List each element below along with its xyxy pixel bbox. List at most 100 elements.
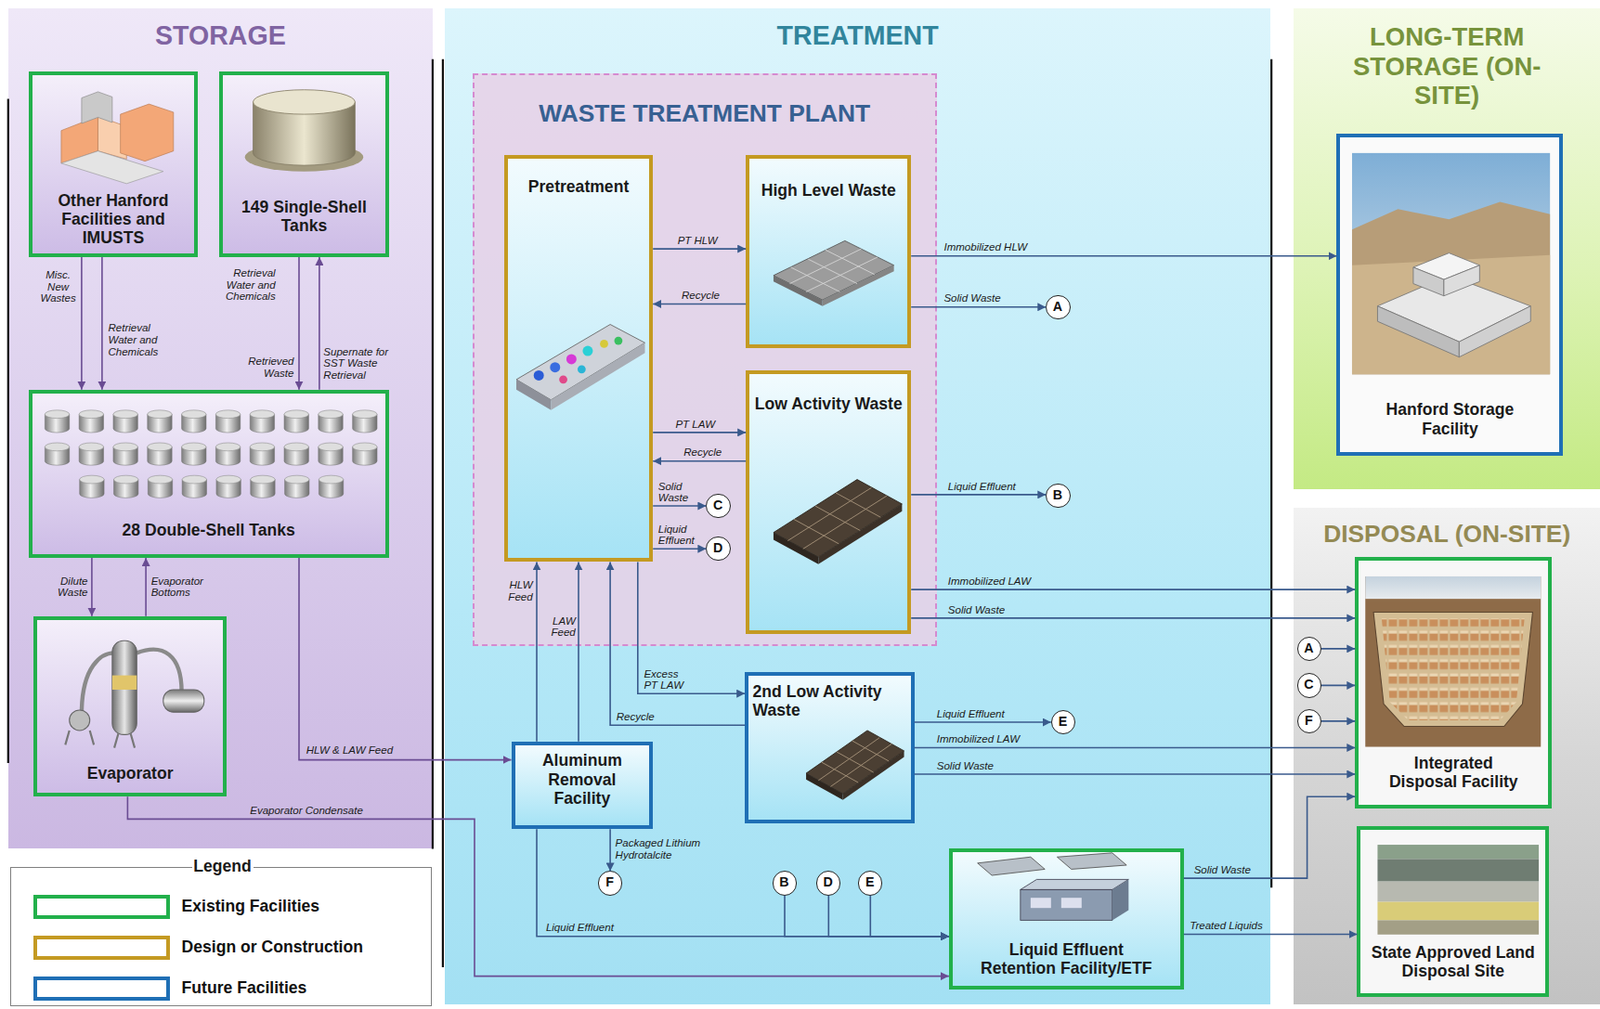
flow-label: Evaporator Bottoms <box>151 575 220 599</box>
flow-arrow <box>535 561 538 742</box>
flow-arrow <box>299 558 512 761</box>
flow-label: HLW & LAW Feed <box>306 744 419 757</box>
flow-arrow <box>910 494 1046 496</box>
flow-arrow <box>652 505 706 508</box>
illustration-part <box>81 652 115 715</box>
flow-arrow <box>784 896 950 937</box>
illustration-part <box>182 410 207 433</box>
flow-label: Retrieval Water and Chemicals <box>216 267 276 303</box>
illustration-part <box>182 475 207 498</box>
flow-arrow <box>914 721 1052 724</box>
illustration-part <box>1061 897 1082 909</box>
callout-letter: E <box>1052 711 1074 733</box>
illustration-part <box>1377 845 1539 859</box>
flow-arrow <box>577 561 580 742</box>
facility-box: Integrated Disposal Facility <box>1354 557 1552 809</box>
illustration-part <box>284 410 309 433</box>
flow-label: Solid Waste <box>658 481 702 505</box>
connector-circle: A <box>1297 637 1322 662</box>
illustration-part <box>1377 902 1539 922</box>
flow-label: Retrieval Water and Chemicals <box>107 322 171 358</box>
flow-arrow <box>1321 720 1355 723</box>
callout-letter: F <box>598 871 621 894</box>
illustration-part <box>249 442 274 466</box>
box-label: Evaporator <box>40 764 220 783</box>
illustration-part <box>215 442 240 466</box>
illustration-part <box>163 689 205 713</box>
flow-arrow <box>1183 796 1356 879</box>
callout-letter: C <box>1298 674 1320 696</box>
flow-arrow <box>910 306 1046 309</box>
flow-label: Treated Liquids <box>1189 920 1282 933</box>
facility-box: 149 Single-Shell Tanks <box>219 71 389 258</box>
flow-label: LAW Feed <box>540 615 575 639</box>
illustration-part <box>549 362 560 373</box>
facility-icon <box>61 91 174 184</box>
facility-box: Aluminum Removal Facility <box>511 741 654 831</box>
illustration-part <box>1413 253 1480 281</box>
callout-letter: A <box>1298 637 1320 660</box>
box-label: Liquid Effluent Retention Facility/ETF <box>972 940 1161 978</box>
illustration-part <box>516 325 645 401</box>
illustration-part <box>1381 618 1525 721</box>
illustration-part <box>818 738 892 788</box>
flow-label: Recycle <box>683 446 745 459</box>
flow-arrow <box>652 431 746 434</box>
illustration-part <box>577 364 586 374</box>
flow-arrow <box>652 247 746 250</box>
flow-arrow <box>914 747 1356 750</box>
region-panel: LONG-TERM STORAGE (ON-SITE)Hanford Stora… <box>1293 8 1600 491</box>
flow-label: Retrieved Waste <box>236 355 295 379</box>
facility-box: High Level Waste <box>745 155 911 349</box>
flow-label: Solid Waste <box>936 760 1019 773</box>
illustration-part <box>69 710 91 731</box>
flow-arrow <box>637 561 745 694</box>
flow-arrow <box>80 257 83 391</box>
box-label: Aluminum Removal Facility <box>520 751 644 808</box>
flow-arrow <box>318 257 321 391</box>
facility-photo <box>1377 845 1539 936</box>
box-label: 2nd Low Activity Waste <box>753 682 888 720</box>
illustration-part <box>318 442 343 466</box>
tank-farm-icon <box>44 410 378 499</box>
illustration-part <box>787 487 887 549</box>
callout-letter: E <box>858 871 881 894</box>
facility-box: Evaporator <box>33 616 227 797</box>
illustration-part <box>318 410 343 433</box>
flow-label: Liquid Effluent <box>936 708 1029 721</box>
illustration-part <box>599 339 609 349</box>
illustration-part <box>182 442 207 466</box>
box-label: State Approved Land Disposal Site <box>1364 943 1542 981</box>
box-label: Integrated Disposal Facility <box>1381 754 1525 792</box>
illustration-part <box>818 504 902 565</box>
flow-label: HLW Feed <box>497 579 533 603</box>
illustration-part <box>120 104 174 162</box>
connector-circle: B <box>772 871 797 896</box>
illustration-part <box>1413 267 1444 297</box>
illustration-part <box>1020 879 1129 890</box>
flow-arrow <box>652 547 706 550</box>
region-heading: TREATMENT <box>448 20 1267 52</box>
illustration-part <box>113 442 138 466</box>
flow-arrow <box>1321 685 1355 688</box>
connector-circle: E <box>1051 710 1076 735</box>
illustration-part <box>822 265 895 307</box>
flow-arrow <box>652 460 746 463</box>
illustration-part <box>318 475 343 498</box>
facility-box: Hanford Storage Facility <box>1336 133 1563 456</box>
facility-box: Pretreatment <box>504 155 653 562</box>
connector-circle: F <box>598 871 623 896</box>
illustration-part <box>113 410 138 433</box>
illustration-part <box>516 379 551 411</box>
callout-letter: B <box>1046 484 1068 507</box>
flow-label: Solid Waste <box>1194 864 1276 877</box>
box-label: High Level Waste <box>753 181 904 200</box>
illustration-part <box>284 442 309 466</box>
illustration-part <box>582 346 593 357</box>
flow-label: Misc. New Wastes <box>39 269 79 305</box>
illustration-part <box>61 151 164 184</box>
box-label: 149 Single-Shell Tanks <box>226 197 381 235</box>
connector-circle: A <box>1045 295 1070 320</box>
illustration-part <box>147 475 172 498</box>
